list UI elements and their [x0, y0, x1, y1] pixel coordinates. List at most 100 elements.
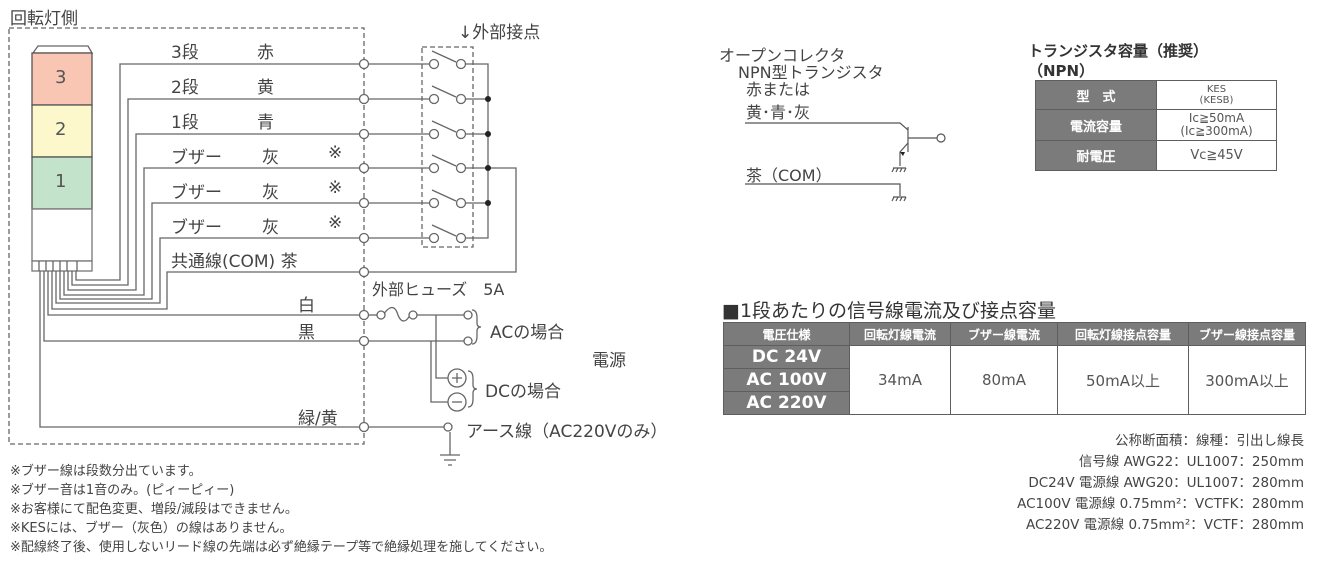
wire-tier-label: 1段 — [171, 113, 199, 133]
note-line: ※配線終了後、使用しないリード線の先端は必ず絶縁テープ等で絶縁処理を施してくださ… — [10, 540, 553, 555]
wire-buzzer-2 — [59, 202, 364, 300]
buzzer-contact-cell: 300mA以上 — [1188, 345, 1306, 415]
open-collector-label: オープンコレクタ — [719, 46, 846, 65]
column-header: ブザー線電流 — [950, 322, 1058, 346]
tower-segment-2 — [31, 104, 93, 158]
wire-tier-label: 3段 — [171, 43, 199, 63]
yellow-blue-gray-label: 黄･青･灰 — [746, 103, 811, 122]
wire-spec-line: AC100V 電源線 0.75mm²：VCTFK：280mm — [1017, 496, 1304, 512]
wire-color-label: 青 — [257, 113, 274, 133]
ac-case-label: ACの場合 — [490, 323, 565, 343]
note-mark: ※ — [328, 143, 343, 163]
note-mark: ※ — [328, 213, 343, 233]
row-header: 耐電圧 — [1035, 140, 1157, 171]
table-row: AC 220V — [723, 391, 1306, 415]
voltage-cell: DC 24V — [723, 345, 850, 369]
red-or-label: 赤または — [746, 80, 811, 99]
note-mark: ※ — [328, 178, 343, 198]
terminals — [358, 58, 473, 433]
junction-dots — [485, 96, 491, 206]
external-contacts-label: ↓外部接点 — [458, 23, 541, 43]
ac-brace — [471, 309, 482, 345]
external-contact-box — [421, 46, 474, 248]
wire-color-label: 赤 — [257, 43, 274, 63]
fuse-symbol — [382, 306, 411, 322]
wire-tier-label: ブザー — [171, 148, 222, 168]
fuse-label: 外部ヒューズ 5A — [372, 280, 505, 299]
dc-brace — [467, 370, 478, 408]
white-wire-label: 白 — [298, 296, 315, 316]
row-header: 型 式 — [1035, 80, 1157, 110]
wire-tier-label: ブザー — [171, 183, 222, 203]
wire-tier-label: ブザー — [171, 218, 222, 238]
wire-color-label: 灰 — [262, 218, 279, 238]
column-header: ブザー線接点容量 — [1188, 322, 1306, 346]
note-line: ※お客様にて配色変更、増段/減段はできません。 — [10, 502, 298, 517]
tower-connector — [31, 260, 93, 272]
earth-symbol — [369, 426, 460, 466]
table-row: 電流容量 Ic≧50mA (Ic≧300mA) — [1035, 109, 1277, 141]
value-line: Ic≧50mA — [1188, 111, 1245, 125]
wire-spec-line: DC24V 電源線 AWG20：UL1007：280mm — [1028, 475, 1304, 491]
tower-cap — [31, 45, 94, 54]
wire-tier1 — [67, 133, 364, 291]
common-wire-label: 共通線(COM) 茶 — [171, 252, 298, 272]
black-wire-label: 黒 — [298, 323, 315, 343]
transistor-table-subtitle: （NPN） — [1028, 62, 1095, 80]
table-row: 型 式 KES (KESB) — [1035, 80, 1277, 110]
wire-black — [43, 271, 364, 342]
wire-spec-header: 公称断面積：線種：引出し線長 — [1115, 433, 1304, 449]
npn-transistor-label: NPN型トランジスタ — [738, 63, 884, 82]
value-line: KES — [1206, 84, 1227, 95]
buzzer-current-cell: 80mA — [950, 345, 1058, 415]
wire-color-label: 灰 — [262, 183, 279, 203]
wire-tier3 — [75, 63, 364, 281]
ground-wire-label: 緑/黄 — [298, 409, 338, 429]
plus-circle — [447, 368, 467, 388]
power-label: 電源 — [592, 351, 626, 371]
table-row: DC 24V 34mA 80mA 50mA以上 300mA以上 — [723, 345, 1306, 415]
row-header: 電流容量 — [1035, 109, 1157, 141]
transistor-symbol — [745, 122, 937, 202]
current-capacity-table: 電圧仕様 回転灯線電流 ブザー線電流 回転灯線接点容量 ブザー線接点容量 DC … — [723, 322, 1306, 415]
note-line: ※ブザー線は段数分出ています。 — [10, 464, 202, 479]
wire-spec-line: 信号線 AWG22：UL1007：250mm — [1078, 454, 1304, 470]
wire-common — [51, 271, 364, 310]
dc-case-label: DCの場合 — [485, 382, 561, 402]
voltage-cell: AC 220V — [723, 391, 850, 415]
wire-color-label: 灰 — [262, 148, 279, 168]
tower-number-2: 2 — [55, 119, 67, 140]
column-header: 電圧仕様 — [723, 322, 850, 346]
row-value: KES (KESB) — [1156, 80, 1277, 110]
tower-base — [31, 208, 93, 262]
column-header: 回転灯線接点容量 — [1057, 322, 1189, 346]
wire-tier-label: 2段 — [171, 78, 199, 98]
table-row: 耐電圧 Vc≧45V — [1035, 140, 1277, 171]
transistor-capacity-table: 型 式 KES (KESB) 電流容量 Ic≧50mA (Ic≧300mA) 耐… — [1035, 80, 1277, 171]
voltage-cell: AC 100V — [723, 368, 850, 392]
earth-wire-label: アース線（AC220Vのみ） — [466, 422, 668, 442]
row-value: Vc≧45V — [1156, 140, 1277, 171]
com-label: 茶（COM） — [746, 166, 832, 185]
table-row: AC 100V — [723, 368, 1306, 392]
wire-spec-line: AC220V 電源線 0.75mm²：VCTF：280mm — [1025, 517, 1304, 533]
tower-number-3: 3 — [55, 67, 67, 88]
current-table-title: ■1段あたりの信号線電流及び接点容量 — [722, 300, 1057, 322]
wire-color-label: 黄 — [257, 78, 274, 98]
wire-buzzer-3 — [55, 237, 364, 304]
row-value: Ic≧50mA (Ic≧300mA) — [1156, 109, 1277, 141]
note-line: ※ブザー音は1音のみ。(ピィーピィー) — [10, 483, 235, 498]
value-line: (KESB) — [1199, 95, 1234, 106]
column-header: 回転灯線電流 — [849, 322, 951, 346]
lamp-side-title: 回転灯側 — [10, 9, 78, 29]
table-header-row: 電圧仕様 回転灯線電流 ブザー線電流 回転灯線接点容量 ブザー線接点容量 — [723, 322, 1306, 346]
wire-tier2 — [71, 98, 364, 286]
lamp-current-cell: 34mA — [849, 345, 951, 415]
value-line: (Ic≧300mA) — [1180, 124, 1253, 138]
minus-circle — [447, 392, 467, 412]
wire-buzzer-1 — [63, 167, 364, 296]
tower-number-1: 1 — [55, 171, 67, 192]
wire-white — [47, 271, 364, 316]
lamp-contact-cell: 50mA以上 — [1057, 345, 1189, 415]
